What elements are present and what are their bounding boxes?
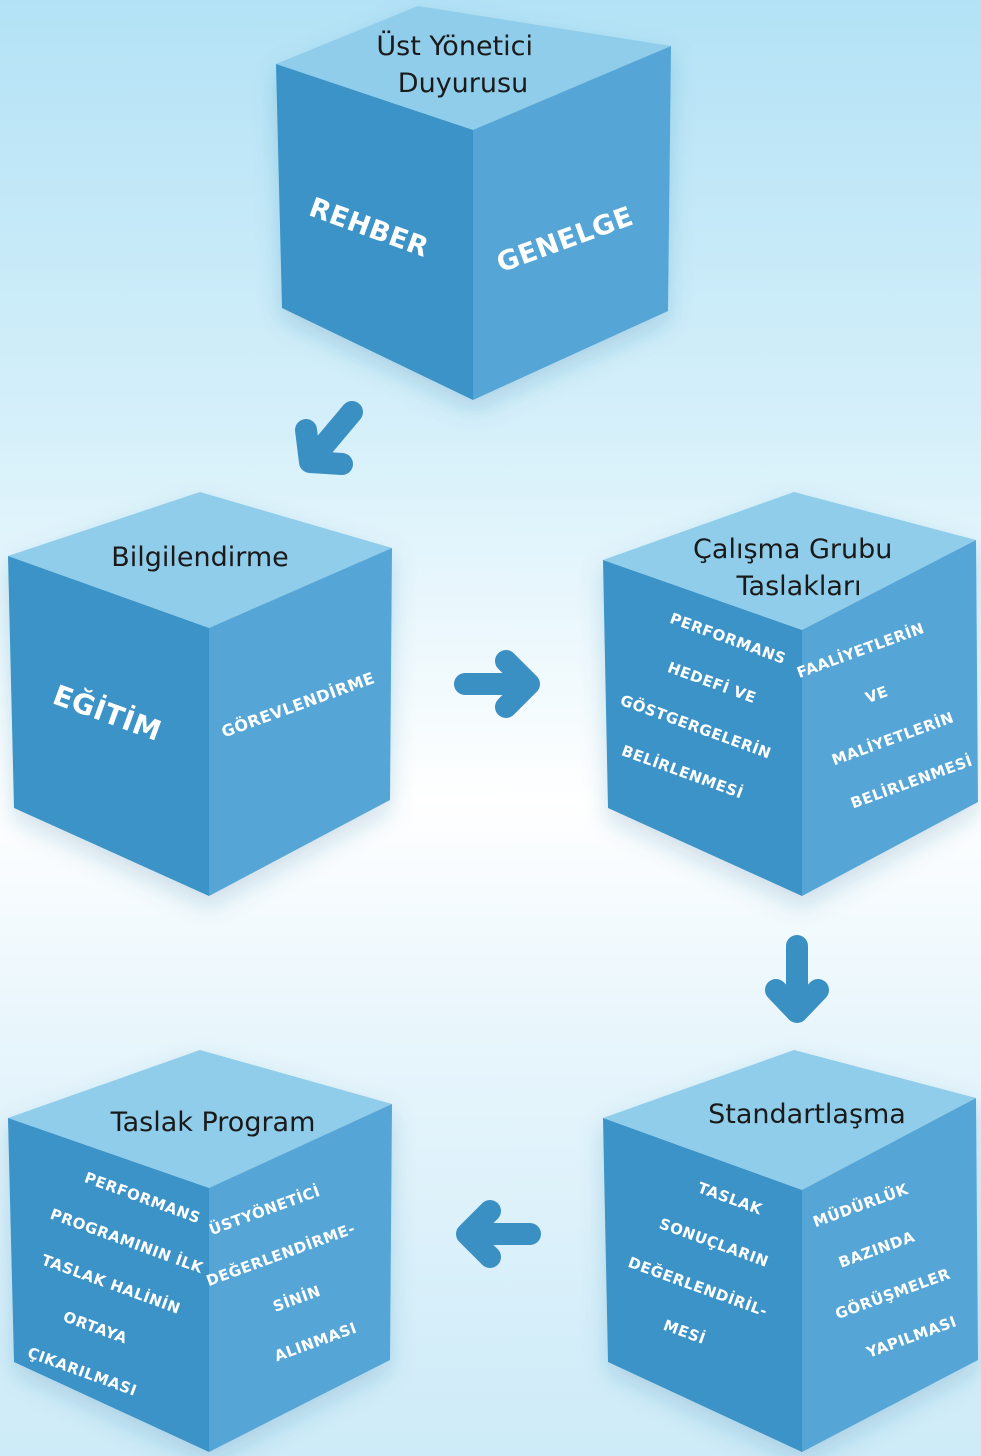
cube-right-face (209, 1104, 392, 1452)
cube-left-face (276, 64, 473, 400)
cube-title: Üst Yönetici Duyurusu (376, 30, 541, 99)
title-line: Duyurusu (398, 68, 528, 99)
cube-calisma-grubu (603, 492, 978, 896)
title-line: Taslak Program (110, 1107, 316, 1138)
cube-taslak-program (8, 1050, 392, 1452)
cube-standartlasma (603, 1050, 978, 1452)
cube-top-face (8, 492, 392, 628)
cube-right-face (802, 1098, 978, 1452)
title-line: Taslakları (736, 571, 862, 602)
cube-title: Taslak Program (110, 1107, 316, 1138)
title-line: Çalışma Grubu (693, 534, 892, 565)
cube-right-face (802, 540, 978, 896)
arrow-left-icon (456, 1200, 541, 1268)
cube-top-face (603, 1050, 976, 1190)
cube-title: Bilgilendirme (111, 542, 289, 573)
cube-left-face (8, 556, 209, 896)
cube-title: Çalışma Grubu Taslakları (693, 534, 901, 602)
cube-bilgilendirme (8, 492, 392, 896)
arrow-right-icon (454, 650, 540, 718)
arrow-down-left-icon (295, 401, 363, 475)
cube-top-face (276, 6, 671, 130)
title-line: Standartlaşma (708, 1099, 906, 1130)
cube-right-face (473, 46, 671, 400)
arrow-down-icon (765, 935, 829, 1023)
cube-right-face (209, 548, 392, 896)
title-line: Bilgilendirme (111, 542, 289, 573)
cube-top-face (8, 1050, 392, 1188)
cube-title: Standartlaşma (708, 1099, 906, 1130)
cube-ust-yonetici (276, 6, 671, 400)
cube-left-face (603, 560, 802, 896)
title-line: Üst Yönetici (376, 30, 533, 62)
cube-left-face (8, 1118, 209, 1452)
cube-top-face (603, 492, 976, 630)
cube-left-face (603, 1118, 802, 1452)
